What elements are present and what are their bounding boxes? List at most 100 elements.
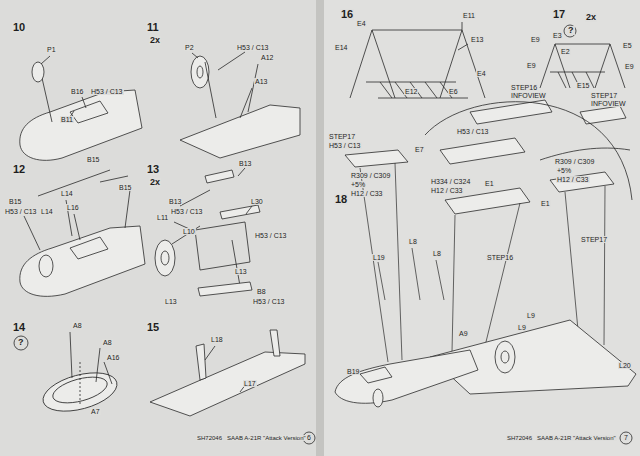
callout-label: A13 <box>254 78 268 85</box>
callout-label: B16 <box>70 88 84 95</box>
step13-figure <box>155 168 260 296</box>
callout-label: H12 / C33 <box>556 176 590 183</box>
callout-label: E1 <box>540 200 551 207</box>
callout-label: B13 <box>238 160 252 167</box>
step-number: 13 <box>146 164 160 175</box>
callout-label: 2x <box>585 13 597 22</box>
callout-label: E9 <box>526 62 537 69</box>
callout-label: 6 <box>306 434 312 441</box>
callout-label: STEP17 <box>328 133 356 140</box>
step10-figure-part <box>41 56 50 64</box>
step13-figure-part <box>220 205 260 219</box>
callout-label: H53 / C13 <box>328 142 362 149</box>
callout-label: L19 <box>372 254 386 261</box>
callout-label: E5 <box>622 42 633 49</box>
rocket-racks <box>345 100 632 214</box>
callout-label: E11 <box>462 12 476 19</box>
rocket-racks-part <box>425 102 632 200</box>
callout-label: L11 <box>156 214 169 221</box>
step11-figure-part <box>180 105 300 158</box>
step16-stand-part <box>462 22 463 30</box>
callout-label: +5% <box>350 181 366 188</box>
leader-lines-part <box>604 186 605 345</box>
callout-label: L13 <box>234 268 248 275</box>
aircraft-part <box>495 341 515 373</box>
callout-label: L16 <box>66 204 80 211</box>
step-number: 17 <box>552 9 566 20</box>
callout-label: STEP17 <box>580 236 608 243</box>
step17-stand-part <box>555 44 610 45</box>
step16-stand-part <box>350 30 395 98</box>
callout-label: INFOVIEW <box>590 100 627 107</box>
step-number: 14 <box>12 322 26 333</box>
aircraft-part <box>335 350 478 403</box>
step14-figure-part <box>14 336 28 350</box>
callout-label: SH72046 <box>506 435 533 441</box>
aircraft-part <box>373 389 383 407</box>
callout-label: E2 <box>560 48 571 55</box>
step14-figure-part <box>96 348 100 382</box>
step13-figure-part <box>161 251 169 265</box>
callout-label: L8 <box>408 238 418 245</box>
callout-label: A7 <box>90 408 101 415</box>
callout-label: INFOVIEW <box>510 92 547 99</box>
callout-label: 7 <box>623 434 629 441</box>
step13-figure-part <box>198 282 252 296</box>
step16-stand-part <box>425 82 437 98</box>
step11-figure-part <box>191 56 209 88</box>
callout-label: H334 / C324 <box>430 178 471 185</box>
right-page <box>322 0 640 456</box>
callout-label: E12 <box>404 88 418 95</box>
aircraft-part <box>501 351 509 363</box>
step10-figure-part <box>70 101 108 123</box>
step15-figure <box>150 330 305 416</box>
callout-label: +5% <box>556 167 572 174</box>
step15-figure-part <box>270 330 280 356</box>
step16-stand-part <box>372 30 462 31</box>
callout-label: STEP16 <box>510 84 538 91</box>
step14-figure-part <box>70 332 72 378</box>
step17-stand-part <box>540 44 570 88</box>
step10-figure-part <box>20 90 142 160</box>
callout-label: E14 <box>334 44 348 51</box>
callout-label: SAAB A-21R "Attack Version" <box>536 435 617 441</box>
aircraft-part <box>360 367 392 383</box>
step-number: 15 <box>146 322 160 333</box>
callout-label: E1 <box>484 180 495 187</box>
callout-label: L30 <box>250 198 264 205</box>
callout-label: H53 / C13 <box>456 128 490 135</box>
step13-figure-part <box>205 170 234 183</box>
callout-label: R309 / C309 <box>350 172 391 179</box>
step16-stand-part <box>440 30 485 98</box>
callout-label: E4 <box>356 20 367 27</box>
callout-label: E9 <box>530 36 541 43</box>
step14-figure <box>14 332 121 418</box>
leader-lines-part <box>436 260 444 300</box>
step10-figure-part <box>82 97 86 108</box>
page-number-circles-part <box>620 432 632 444</box>
step10-figure-part <box>32 62 44 82</box>
step13-figure-part <box>238 168 245 176</box>
callout-label: A16 <box>106 354 120 361</box>
callout-label: L9 <box>526 312 536 319</box>
step12-figure-part <box>125 190 130 228</box>
step16-stand-part <box>366 82 456 83</box>
step15-figure-part <box>196 344 206 380</box>
step12-figure-part <box>70 237 108 259</box>
aircraft <box>335 320 636 407</box>
callout-label: H53 / C13 <box>236 44 270 51</box>
callout-label: 2x <box>149 178 161 187</box>
step12-figure-part <box>24 216 40 250</box>
callout-label: L13 <box>164 298 178 305</box>
callout-label: P2 <box>184 44 195 51</box>
step12-figure-part <box>38 170 110 196</box>
callout-label: H12 / C33 <box>350 190 384 197</box>
callout-label: B11 <box>60 116 74 123</box>
step11-figure-part <box>205 62 216 118</box>
callout-label: A8 <box>72 322 83 329</box>
callout-label: E4 <box>476 70 487 77</box>
callout-label: H53 / C13 <box>170 208 204 215</box>
step12-figure-part <box>100 176 128 182</box>
step11-figure-part <box>248 64 258 112</box>
